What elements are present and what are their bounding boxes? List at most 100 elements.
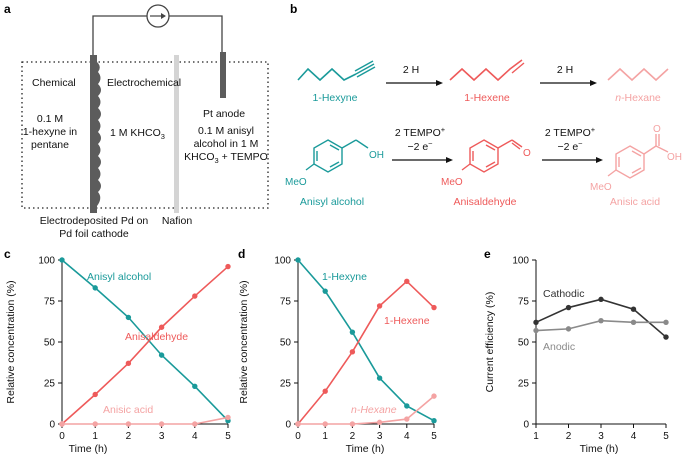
chart-d-series-0-point: [404, 403, 410, 409]
anisyl-alcohol-name: Anisyl alcohol: [300, 196, 364, 208]
chart-d-ytick-label: 50: [280, 338, 292, 349]
chart-d-series-0-point: [376, 375, 383, 381]
chart-d-ytick-label: 0: [285, 420, 291, 431]
chart-e-xtick-label: 4: [631, 431, 637, 442]
chart-e-xtick-label: 3: [598, 431, 604, 442]
chart-e-series-1-point: [533, 327, 539, 334]
chart-d-ylabel: Relative concentration (%): [238, 280, 250, 403]
anisyl-meo: MeO: [285, 177, 307, 188]
chart-e-xlabel: Time (h): [580, 443, 619, 455]
right-solution-line2: alcohol in 1 M: [194, 138, 259, 150]
chart-e-series-1-point: [630, 319, 637, 326]
chart-d-series-2-point: [295, 421, 301, 427]
chart-d-series-0-point: [322, 288, 328, 294]
chart-e-xtick-label: 5: [663, 431, 669, 442]
chart-d-ytick-label: 75: [280, 297, 292, 308]
chart-e-ylabel: Current efficiency (%): [484, 292, 496, 393]
current-source-icon: [146, 4, 170, 28]
anisaldehyde-structure: [461, 139, 523, 173]
chart-d-series-2-point: [376, 419, 383, 426]
chart-c-series-2-point: [125, 421, 132, 427]
chart-e-series-0-point: [598, 296, 604, 303]
hexyne-name: 1-Hexyne: [313, 92, 358, 104]
chart-c-ylabel: Relative concentration (%): [5, 280, 17, 403]
left-solution-line1: 0.1 M: [37, 113, 63, 125]
chart-d-label-hexane: n-Hexane: [351, 404, 397, 416]
chart-e-series-1-point: [598, 317, 604, 324]
anisic-acid-name: Anisic acid: [610, 196, 660, 208]
anisic-acid-o: O: [653, 124, 661, 135]
chart-d-series-line-2: [298, 395, 435, 425]
cathode-caption-line1: Electrodeposited Pd on: [40, 215, 149, 227]
electron-sup-2: −: [578, 139, 583, 148]
middle-solution-subscript: 3: [161, 132, 165, 141]
chart-d-ytick-label: 100: [274, 256, 291, 267]
hexane-structure: [607, 67, 669, 82]
electrochemical-cell-schematic: Chemical Electrochemical 0.1 M 1-hexyne …: [21, 4, 269, 240]
chart-e-series-0-point: [565, 304, 572, 311]
chart-d-xtick-label: 0: [295, 431, 301, 442]
chart-d-series-0-point: [431, 418, 437, 424]
chart-e-ytick-label: 50: [518, 338, 530, 349]
anisaldehyde-o: O: [523, 148, 531, 159]
chart-d-xtick-label: 5: [431, 431, 437, 442]
chart-c-label-anisaldehyde: Anisaldehyde: [125, 331, 188, 343]
chart-c-xtick-label: 0: [59, 431, 65, 442]
anode-label: Pt anode: [203, 108, 245, 120]
chart-c-series-2-point: [192, 421, 198, 427]
chart-c-series-0-point: [92, 285, 98, 291]
chart-c-series-line-2: [62, 416, 229, 425]
membrane-label: Nafion: [162, 215, 193, 227]
chart-d-series-2-point: [404, 416, 410, 422]
hexane-prefix: n: [615, 92, 621, 104]
pd-cathode-electrode: [90, 55, 97, 213]
electrochemical-compartment-label: Electrochemical: [107, 77, 181, 89]
chart-c-xtick-label: 3: [159, 431, 165, 442]
chart-c-series-line-0: [61, 259, 229, 422]
chart-c-series-1-point: [192, 293, 198, 299]
electron-sup-1: −: [428, 139, 433, 148]
reaction-scheme: 1-Hexyne 2 H 1-Hexene 2 H n-Hexane OH Me…: [285, 59, 682, 208]
chart-d-xtick-label: 1: [322, 431, 328, 442]
chart-e-series-0-point: [630, 306, 637, 312]
chart-c-series-0-point: [192, 383, 198, 389]
electrons-text-2: −2 e: [557, 141, 578, 153]
chart-c-series-0-point: [59, 257, 65, 263]
pt-anode-electrode: [220, 52, 226, 98]
middle-solution-label: 1 M KHCO3: [110, 127, 165, 141]
anisic-acid-meo: MeO: [590, 182, 612, 193]
chart-e-ytick-label: 100: [512, 256, 529, 267]
tempo-charge-2: +: [591, 125, 596, 134]
chart-e-ytick-label: 75: [518, 297, 530, 308]
chart-d-label-hexyne: 1-Hexyne: [322, 271, 367, 283]
chart-c-label-anisic-acid: Anisic acid: [103, 404, 153, 416]
reagent-h-1: 2 H: [403, 64, 419, 76]
chart-c-series-0-point: [125, 314, 132, 321]
left-solution-line2: 1-hexyne in: [23, 126, 77, 138]
chart-c-series-1-point: [92, 391, 98, 398]
anisic-acid-oh: OH: [667, 152, 682, 163]
right-solution-subscript: 3: [215, 156, 219, 165]
chart-d-series-2-point: [349, 421, 356, 427]
chart-d-series-1-point: [376, 303, 383, 309]
left-solution-line3: pentane: [31, 139, 69, 151]
chart-c-series-1-point: [158, 324, 165, 330]
right-solution-line3: KHCO3 + TEMPO: [184, 151, 268, 165]
chart-c-ytick-label: 50: [44, 338, 56, 349]
chart-d-series-1-point: [431, 304, 437, 311]
chart-d-series-1-point: [322, 388, 328, 394]
chart-c-series-2-point: [59, 421, 65, 427]
chart-e-series-1-point: [663, 319, 669, 326]
chart-c-xtick-label: 4: [192, 431, 198, 442]
chart-c-label-anisyl-alcohol: Anisyl alcohol: [87, 271, 151, 283]
reagent-tempo-2: 2 TEMPO+: [545, 125, 596, 139]
panel-label-b: b: [290, 2, 297, 16]
hexene-name: 1-Hexene: [464, 92, 510, 104]
anisic-acid-structure: [607, 134, 669, 179]
reagent-h-2: 2 H: [557, 64, 573, 76]
chart-d-series-2-point: [431, 393, 437, 399]
